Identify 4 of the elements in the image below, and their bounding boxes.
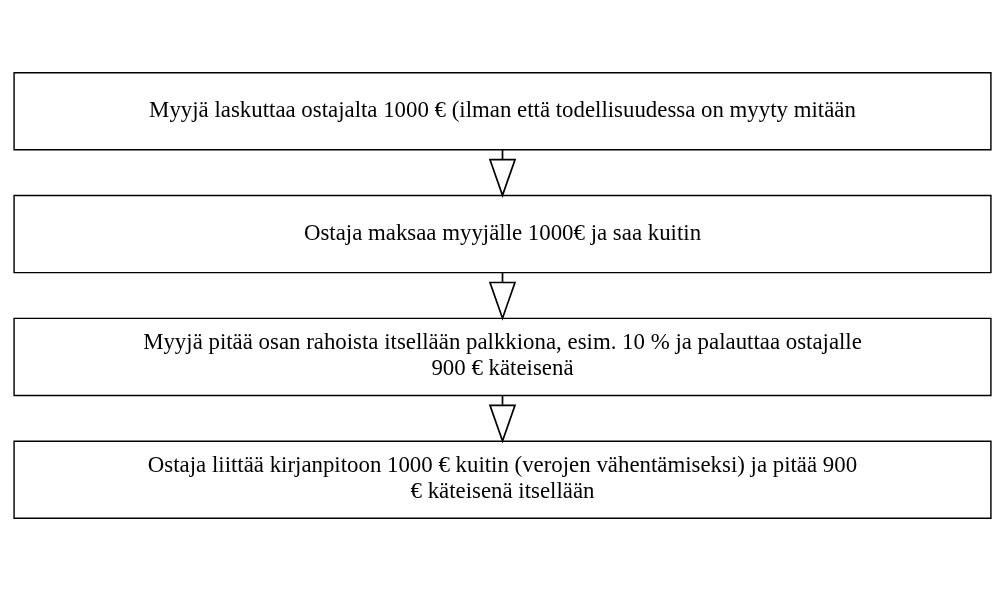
node-box: Myyjä laskuttaa ostajalta 1000 € (ilman että todellisuudessa on myyty mitään: [13, 72, 992, 151]
node-box: Myyjä pitää osan rahoista itsellään palkkiona, esim. 10 % ja palauttaa ostajalle 900 € käteisenä: [13, 317, 992, 397]
node-box: Ostaja maksaa myyjälle 1000€ ja saa kuitin: [13, 194, 992, 274]
node-box: Ostaja liittää kirjanpitoon 1000 € kuitin (verojen vähentämiseksi) ja pitää 900 € käteisenä itsellään: [13, 440, 992, 519]
